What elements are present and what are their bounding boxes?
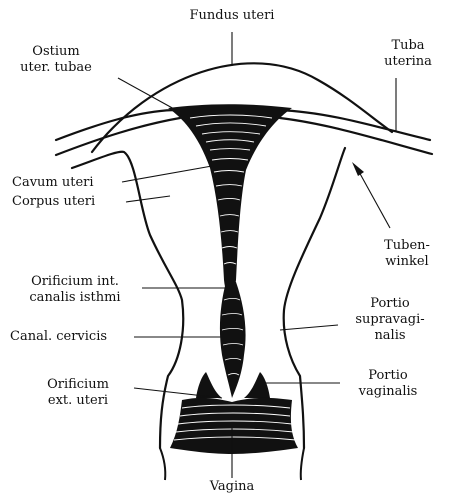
vagina-right-wall [301, 448, 304, 480]
vagina-text: Vagina [192, 479, 272, 495]
leader-portio-supra [280, 325, 338, 330]
label-vagina: Vagina [192, 479, 272, 495]
uterine-cavity [168, 104, 292, 295]
cavum-uteri-text: Cavum uteri [12, 175, 94, 191]
orificium-int-line1: Orificium int. [10, 274, 140, 290]
leader-tubenwinkel [358, 170, 390, 228]
portio-supra-line3: nalis [340, 328, 440, 344]
orificium-ext-line1: Orificium [24, 377, 132, 393]
portio-left-lip [196, 372, 222, 398]
right-uterine-wall [284, 148, 345, 448]
label-corpus-uteri: Corpus uteri [12, 194, 95, 210]
orificium-int-line2: canalis isthmi [10, 290, 140, 306]
ostium-line1: Ostium [6, 44, 106, 60]
fundus-uteri-text: Fundus uteri [168, 8, 296, 24]
tuba-line2: uterina [370, 54, 446, 70]
right-tube-lower [280, 118, 432, 154]
label-tuba-uterina: Tuba uterina [370, 38, 446, 70]
portio-supra-line2: supravagi- [340, 312, 440, 328]
label-portio-vaginalis: Portio vaginalis [340, 368, 436, 400]
label-cavum-uteri: Cavum uteri [12, 175, 94, 191]
tubenwinkel-line2: winkel [372, 254, 442, 270]
portio-vag-line1: Portio [340, 368, 436, 384]
portio-supra-line1: Portio [340, 296, 440, 312]
portio-right-lip [244, 372, 270, 398]
leader-ostium [118, 78, 176, 110]
label-orificium-int: Orificium int. canalis isthmi [10, 274, 140, 306]
label-portio-supravaginalis: Portio supravagi- nalis [340, 296, 440, 344]
ostium-line2: uter. tubae [6, 60, 106, 76]
leader-corpus [126, 196, 170, 202]
corpus-uteri-text: Corpus uteri [12, 194, 95, 210]
label-tubenwinkel: Tuben- winkel [372, 238, 442, 270]
tubenwinkel-arrowhead [352, 162, 364, 176]
label-orificium-ext-uteri: Orificium ext. uteri [24, 377, 132, 409]
label-fundus-uteri: Fundus uteri [168, 8, 296, 24]
orificium-ext-line2: ext. uteri [24, 393, 132, 409]
portio-vag-line2: vaginalis [340, 384, 436, 400]
label-canal-cervicis: Canal. cervicis [10, 329, 107, 345]
label-ostium-uteri-tubae: Ostium uter. tubae [6, 44, 106, 76]
vagina-shape [170, 398, 298, 454]
canal-cervicis-text: Canal. cervicis [10, 329, 107, 345]
vagina-left-wall [160, 448, 165, 480]
tubenwinkel-line1: Tuben- [372, 238, 442, 254]
right-tube-upper [278, 110, 430, 140]
cervical-canal [220, 282, 246, 398]
tuba-line1: Tuba [370, 38, 446, 54]
